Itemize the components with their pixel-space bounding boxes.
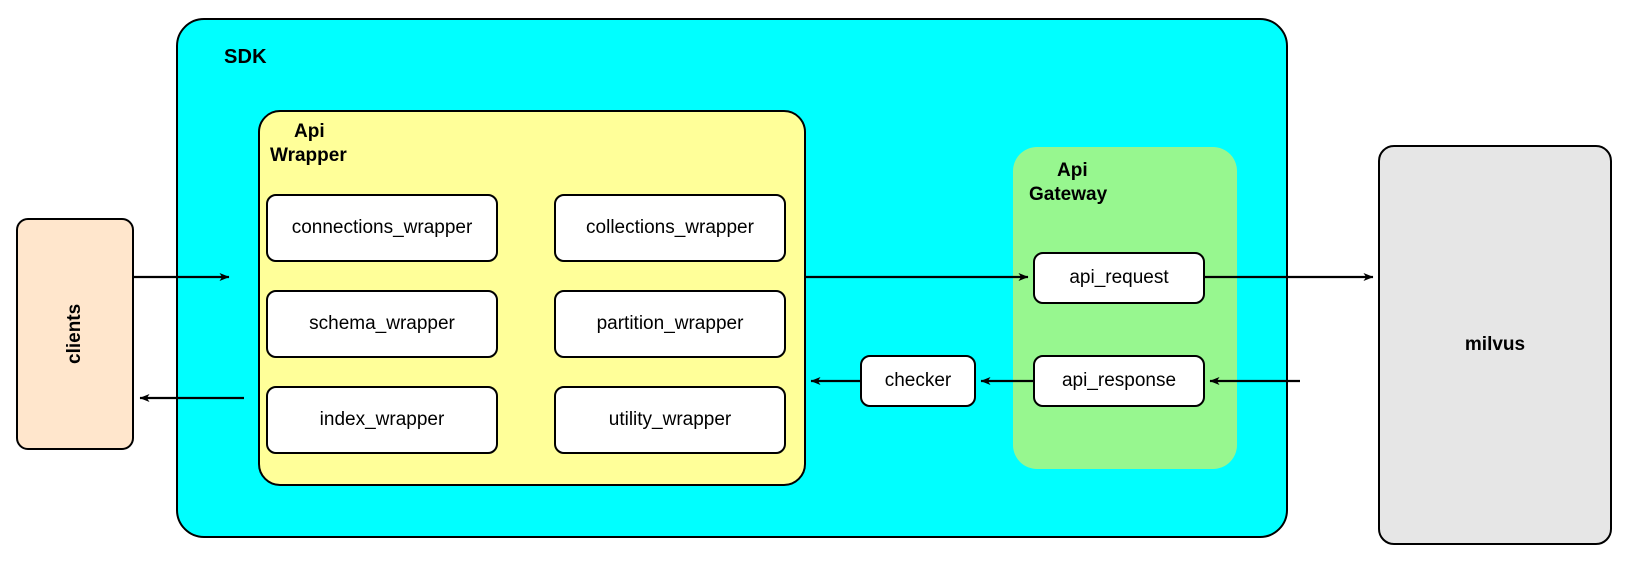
- wrapper-box-index[interactable]: index_wrapper: [266, 386, 498, 454]
- gateway-box-api-response[interactable]: api_response: [1033, 355, 1205, 407]
- gateway-box-api-request[interactable]: api_request: [1033, 252, 1205, 304]
- api-wrapper-label: Api Wrapper: [270, 120, 470, 168]
- api-gateway-label-line1: Api: [1057, 160, 1088, 181]
- api-gateway-container[interactable]: Api Gateway: [1013, 147, 1237, 469]
- api-wrapper-label-line2: Wrapper: [270, 144, 347, 166]
- wrapper-box-schema[interactable]: schema_wrapper: [266, 290, 498, 358]
- milvus-node[interactable]: milvus: [1378, 145, 1612, 545]
- api-wrapper-label-line1: Api: [294, 121, 325, 142]
- api-gateway-label-line2: Gateway: [1029, 183, 1108, 205]
- wrapper-box-collections[interactable]: collections_wrapper: [554, 194, 786, 262]
- sdk-label: SDK: [224, 46, 267, 68]
- api-gateway-label: Api Gateway: [1019, 159, 1229, 207]
- wrapper-box-connections[interactable]: connections_wrapper: [266, 194, 498, 262]
- wrapper-box-utility[interactable]: utility_wrapper: [554, 386, 786, 454]
- clients-node[interactable]: clients: [16, 218, 134, 450]
- clients-label: clients: [64, 303, 85, 365]
- checker-node[interactable]: checker: [860, 355, 976, 407]
- wrapper-box-partition[interactable]: partition_wrapper: [554, 290, 786, 358]
